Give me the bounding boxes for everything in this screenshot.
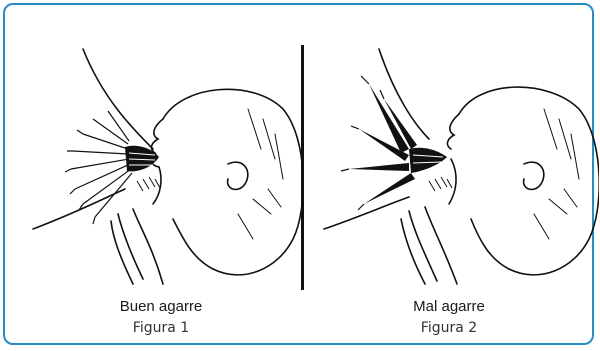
figure-2-label: Figura 2 [349, 319, 549, 337]
figure-1-title: Buen agarre [61, 298, 261, 316]
figure-1-label: Figura 1 [61, 319, 261, 337]
good-latch-drawing [13, 39, 303, 299]
baby-head [163, 89, 303, 275]
nipple-shape [409, 148, 447, 173]
divider-line [301, 45, 304, 290]
breast-outline [379, 49, 429, 139]
figure-2-title: Mal agarre [349, 298, 549, 316]
good-latch-illustration [13, 39, 303, 299]
figure-2-caption: Mal agarre Figura 2 [349, 298, 549, 337]
bad-latch-drawing [309, 39, 599, 299]
baby-head [459, 87, 599, 275]
bad-latch-illustration [309, 39, 599, 299]
breast-outline [83, 49, 153, 149]
figure-frame: Buen agarre Figura 1 Mal agarre Figura 2 [3, 3, 594, 345]
figure-1-caption: Buen agarre Figura 1 [61, 298, 261, 337]
